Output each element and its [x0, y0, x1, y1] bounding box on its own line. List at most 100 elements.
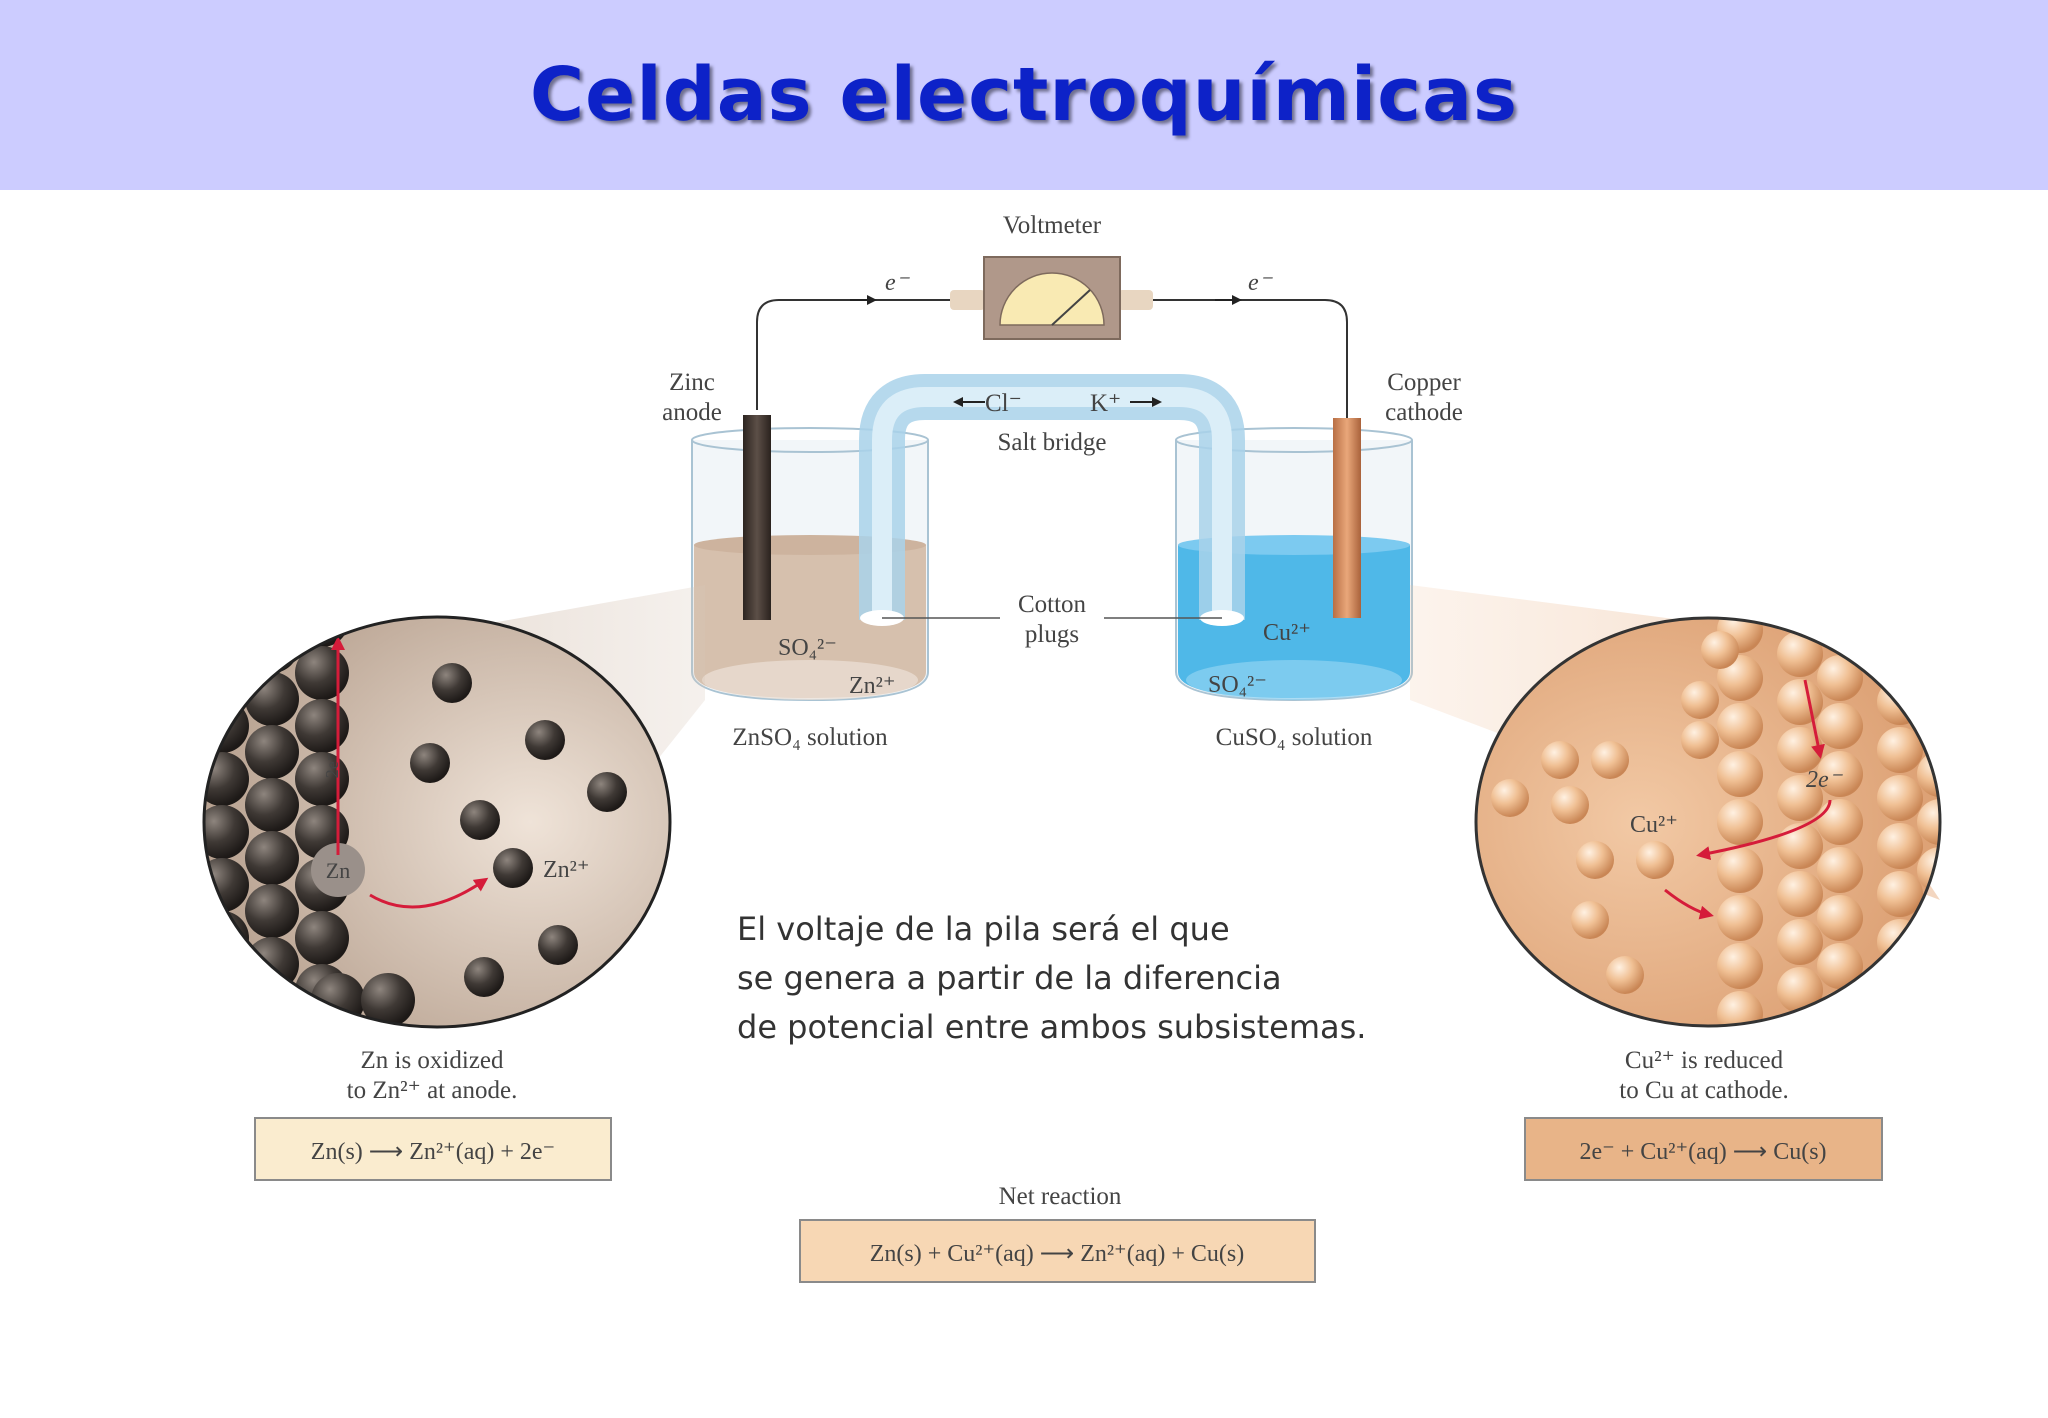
circuit-wire-left [756, 299, 985, 410]
copper-ion [1606, 956, 1644, 994]
zoom-zn-atom-label: Zn [326, 858, 350, 883]
copper-atom [1877, 1015, 1923, 1026]
anode-caption-line1: Zn is oxidized [360, 1047, 504, 1074]
cuso4-solution-label: CuSO₄ solution [1216, 724, 1373, 751]
copper-atom [1777, 871, 1823, 917]
electron-label-right: e⁻ [1248, 270, 1274, 296]
deposition-arrow [1664, 888, 1714, 920]
copper-atom [1777, 631, 1823, 677]
zinc-ion [464, 957, 504, 997]
copper-atom [1777, 823, 1823, 869]
zoom-cu-ion-label: Cu²⁺ [1630, 812, 1678, 838]
zinc-atom [245, 619, 299, 673]
copper-atom [1877, 967, 1923, 1013]
salt-bridge-label: Salt bridge [997, 429, 1106, 456]
copper-ion [1636, 841, 1674, 879]
zinc-atom [295, 752, 349, 806]
cathode-equation-box [1524, 1117, 1883, 1181]
zinc-atom [245, 884, 299, 938]
copper-atom [1717, 751, 1763, 797]
zoom-left-electrons-label: 2e⁻ [322, 752, 342, 779]
copper-ion [1591, 741, 1629, 779]
copper-atom [1717, 991, 1763, 1026]
copper-atom [1917, 751, 1940, 797]
copper-atom [1717, 943, 1763, 989]
zinc-ion [587, 772, 627, 812]
copper-atom [1817, 943, 1863, 989]
copper-atom [1877, 727, 1923, 773]
copper-atom [1817, 847, 1863, 893]
zinc-ion [432, 663, 472, 703]
anode-label: anode [662, 399, 722, 426]
copper-atom [1917, 943, 1940, 989]
voltmeter [950, 256, 1153, 340]
copper-atom [1877, 631, 1923, 677]
slide-body-text: El voltaje de la pila será el que se gen… [737, 905, 1557, 1052]
zinc-anode-rod [743, 415, 771, 620]
anode-equation-box [254, 1117, 612, 1181]
copper-atom [1917, 895, 1940, 941]
copper-label: Copper [1387, 369, 1461, 396]
copper-atom [1717, 703, 1763, 749]
zinc-atom [295, 617, 349, 647]
copper-atom [1877, 871, 1923, 917]
zn-ion-beaker-label: Zn²⁺ [849, 673, 896, 699]
znso4-solution-label: ZnSO₄ solution [732, 724, 888, 751]
zinc-ion [538, 925, 578, 965]
zinc-atom [204, 617, 249, 647]
voltmeter-label: Voltmeter [1003, 212, 1102, 239]
copper-ion [1701, 631, 1739, 669]
copper-atom [1817, 703, 1863, 749]
zinc-atom [245, 672, 299, 726]
net-reaction-label: Net reaction [999, 1183, 1122, 1210]
copper-atom [1777, 679, 1823, 725]
copper-atom [1917, 991, 1940, 1026]
chloride-label: Cl⁻ [985, 390, 1022, 417]
slide-title: Celdas electroquímicas [529, 52, 1519, 138]
copper-ion [1681, 681, 1719, 719]
zinc-atom [245, 831, 299, 885]
copper-cathode-rod [1333, 418, 1361, 618]
copper-atom [1777, 967, 1823, 1013]
zinc-label: Zinc [669, 369, 715, 396]
copper-atom [1717, 799, 1763, 845]
electron-label-left: e⁻ [885, 270, 911, 296]
copper-ion [1571, 901, 1609, 939]
copper-atom [1817, 799, 1863, 845]
zinc-atom [295, 699, 349, 753]
copper-ion [1576, 841, 1614, 879]
zinc-atom [204, 911, 249, 965]
potassium-label: K⁺ [1090, 390, 1121, 417]
so4-left-label: SO₄²⁻ [778, 635, 837, 661]
copper-atom [1917, 655, 1940, 701]
copper-ion [1491, 779, 1529, 817]
net-equation: Zn(s) + Cu²⁺(aq) ⟶ Zn²⁺(aq) + Cu(s) [870, 1241, 1244, 1267]
copper-atom [1917, 799, 1940, 845]
cathode-caption-line1: Cu²⁺ is reduced [1625, 1047, 1784, 1074]
zinc-atom [245, 725, 299, 779]
cathode-equation: 2e⁻ + Cu²⁺(aq) ⟶ Cu(s) [1579, 1139, 1826, 1165]
cotton-plugs-label-line2: plugs [1025, 621, 1079, 648]
zinc-atom-oxidizing [311, 843, 365, 897]
cathode-label: cathode [1385, 399, 1463, 426]
copper-ion [1551, 786, 1589, 824]
anode-caption-line2: to Zn²⁺ at anode. [347, 1077, 518, 1104]
net-equation-box [799, 1219, 1316, 1283]
zinc-ion [410, 743, 450, 783]
title-bar: Celdas electroquímicas [0, 0, 2048, 190]
copper-atom [1777, 727, 1823, 773]
zinc-atom [295, 911, 349, 965]
copper-atom [1777, 1015, 1823, 1026]
cu-ion-beaker-label: Cu²⁺ [1263, 620, 1311, 646]
copper-ion [1541, 741, 1579, 779]
copper-ion [1681, 721, 1719, 759]
copper-atom [1717, 895, 1763, 941]
copper-atom [1877, 823, 1923, 869]
body-line-3: de potencial entre ambos subsistemas. [737, 1008, 1367, 1046]
zinc-atom [361, 973, 415, 1027]
copper-atom [1777, 919, 1823, 965]
zinc-atom [245, 778, 299, 832]
copper-atom [1817, 751, 1863, 797]
copper-atom [1917, 703, 1940, 749]
zinc-atom [204, 964, 249, 1018]
